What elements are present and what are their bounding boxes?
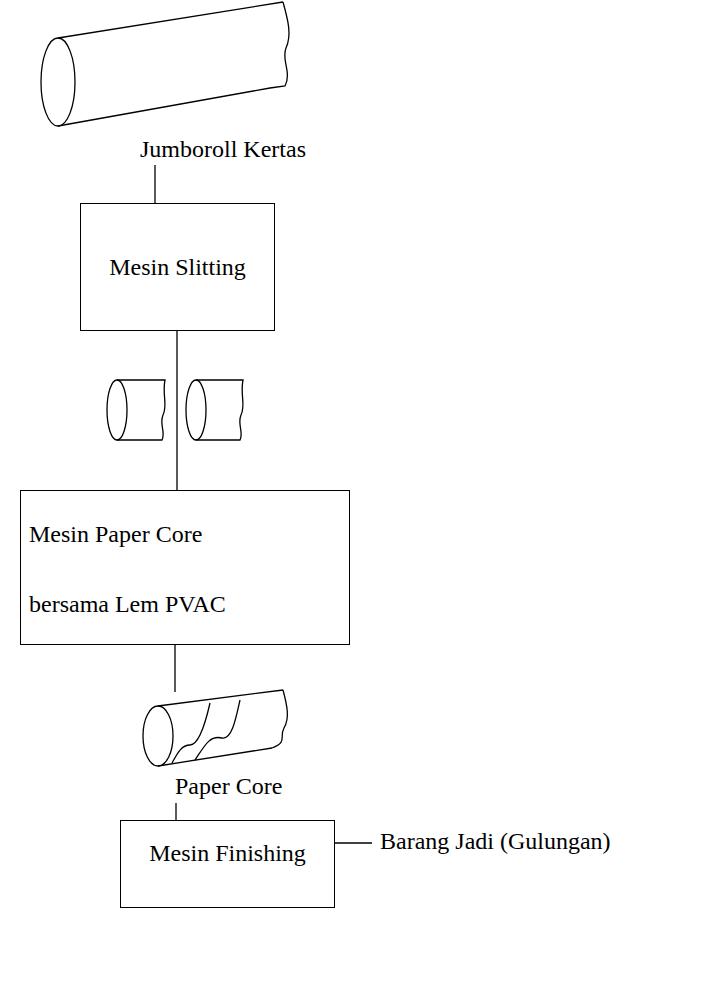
process-box: Mesin Finishing <box>120 820 335 908</box>
item-label: Barang Jadi (Gulungan) <box>378 828 613 855</box>
process-box: Mesin Slitting <box>80 203 275 331</box>
flow-line <box>174 645 175 692</box>
flow-line <box>335 842 372 843</box>
slit-rolls-drawing <box>107 380 243 440</box>
paper-core-drawing <box>143 690 287 766</box>
flow-line <box>176 331 177 490</box>
box-text: Mesin Finishing <box>149 839 306 868</box>
box-text: Mesin Paper Core bersama Lem PVAC <box>29 499 269 639</box>
flow-line <box>175 803 176 820</box>
item-label: Paper Core <box>173 773 284 800</box>
jumbo-roll-drawing <box>41 2 289 126</box>
item-label: Jumboroll Kertas <box>138 136 308 163</box>
flow-line <box>154 165 155 203</box>
process-box: Mesin Paper Core bersama Lem PVAC <box>20 490 350 645</box>
box-text: Mesin Slitting <box>109 253 246 282</box>
